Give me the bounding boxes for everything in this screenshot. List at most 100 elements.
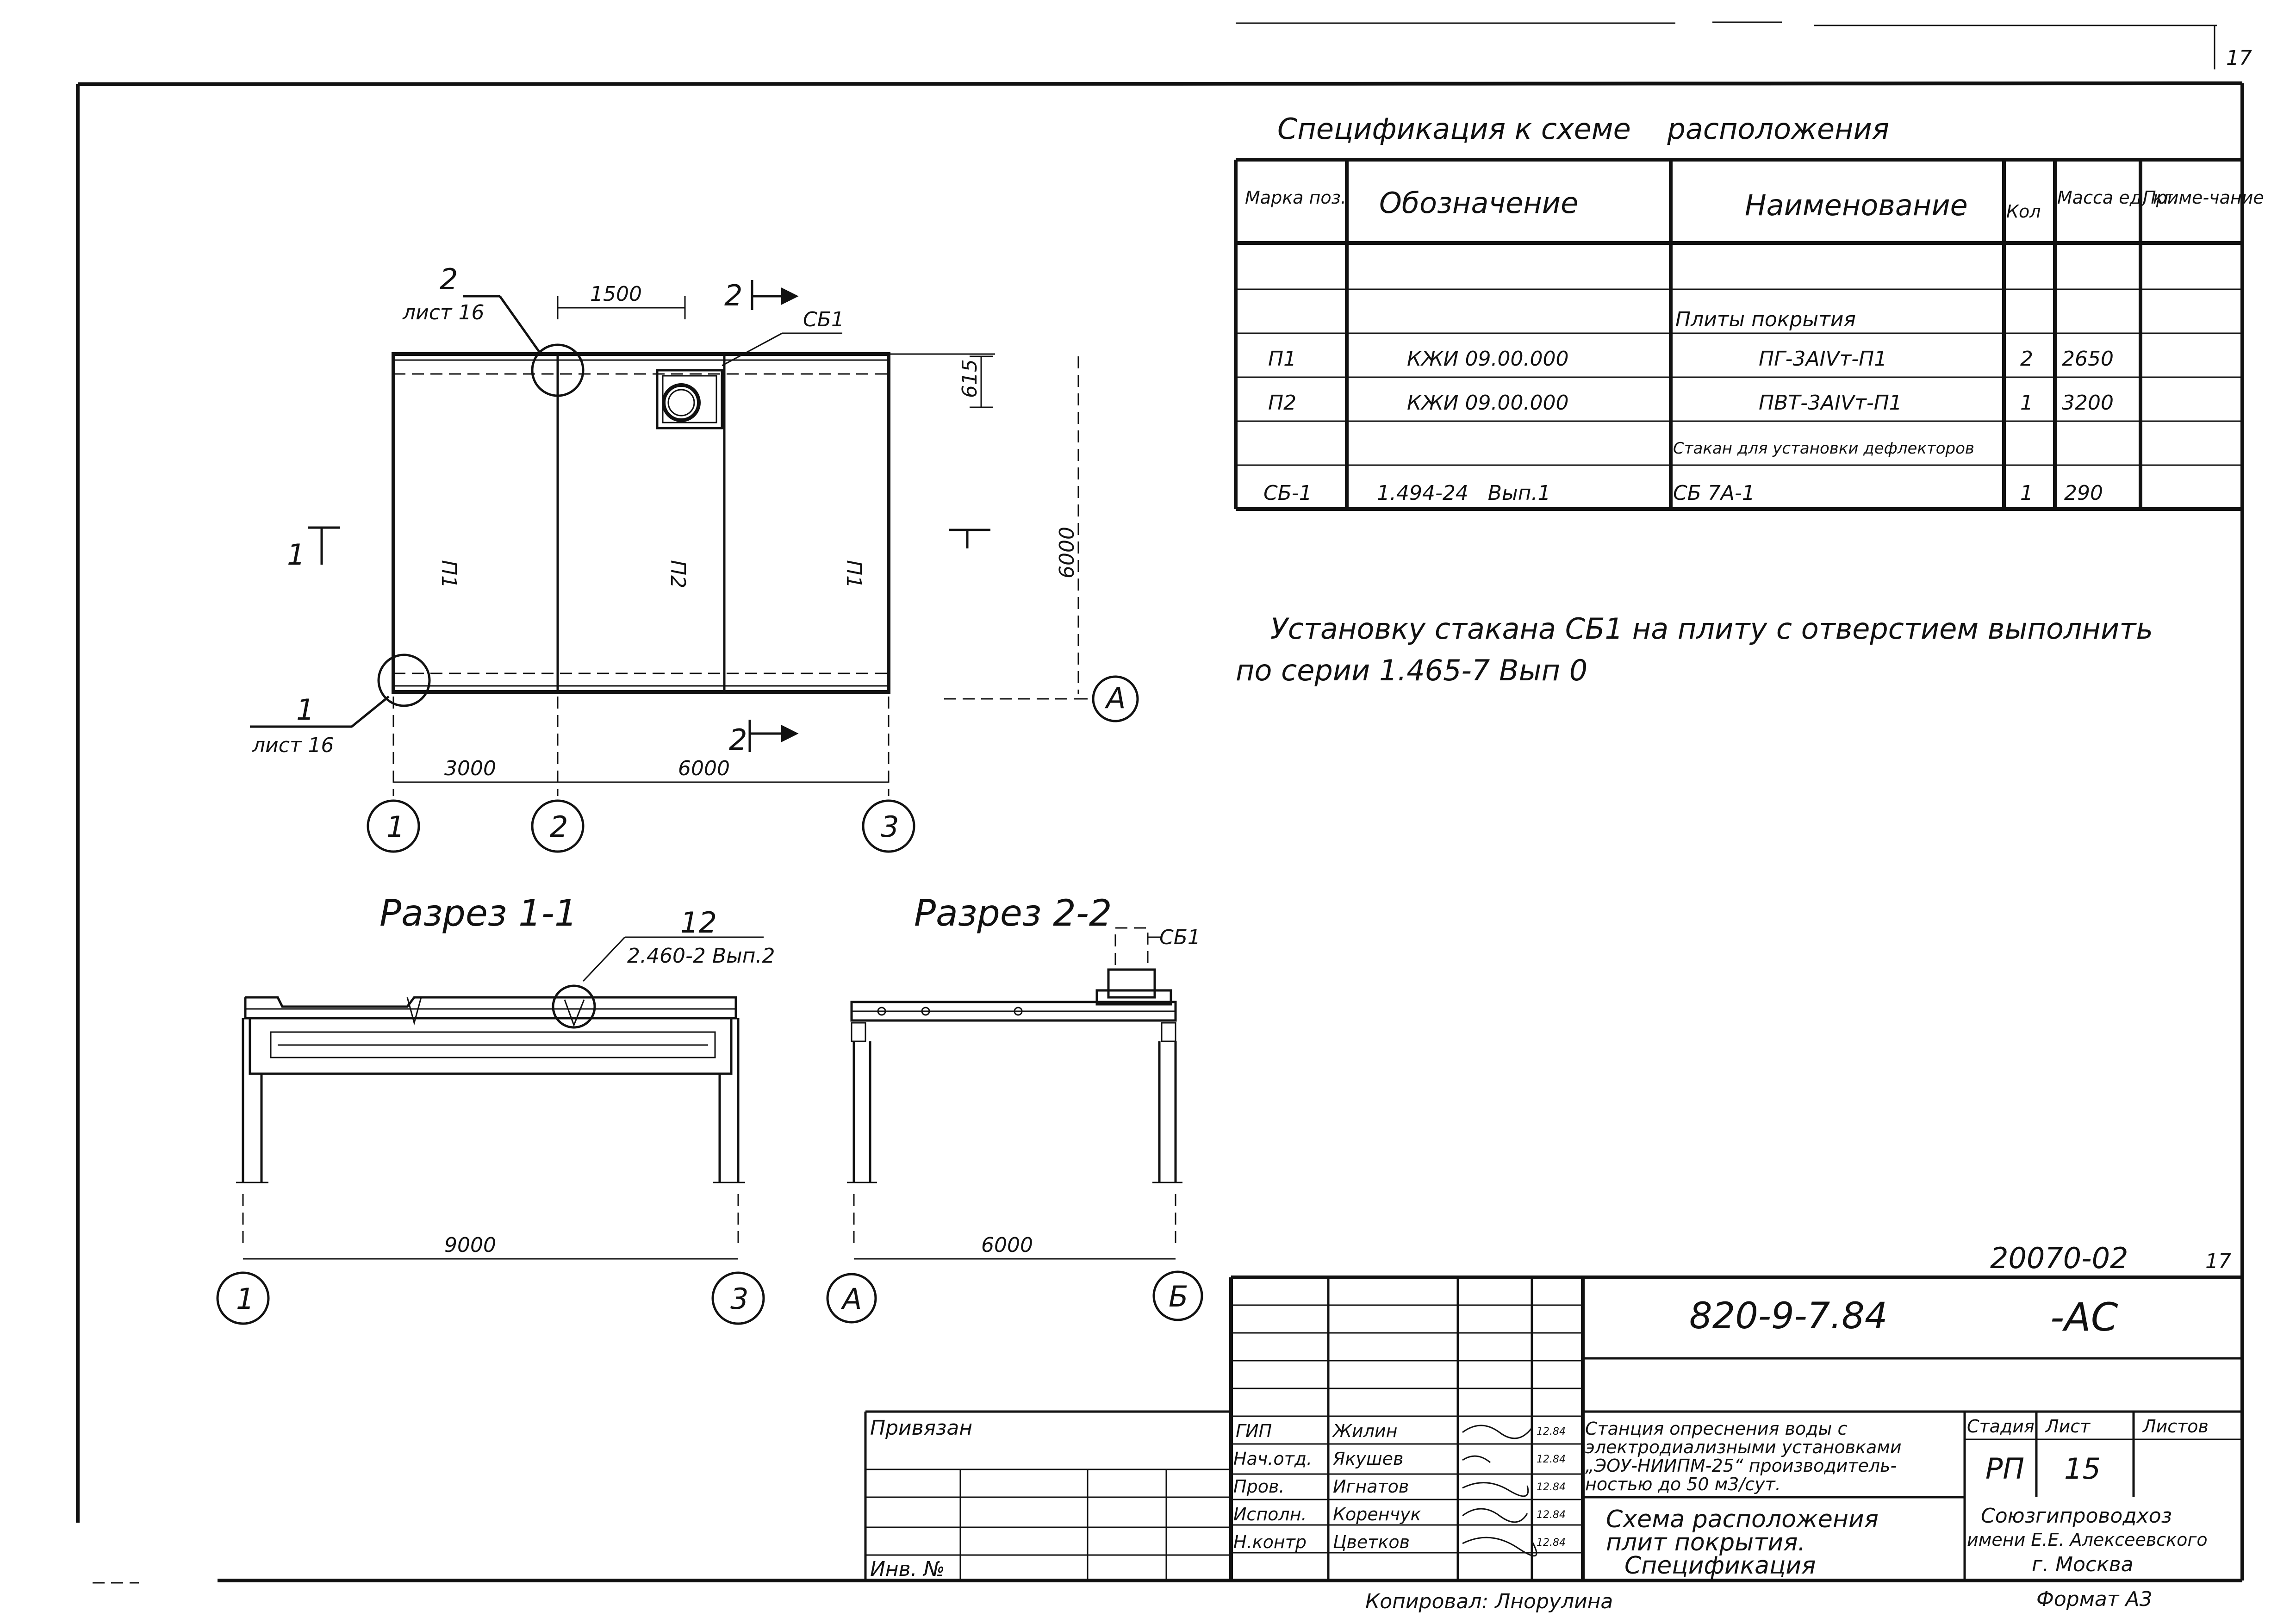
copied-by: Копировал: Лнорулина — [1365, 1590, 1613, 1613]
name-checked: Игнатов — [1333, 1476, 1409, 1497]
panel-label-right: П1 — [842, 560, 865, 588]
spec-header-mark: Марка поз. — [1245, 187, 1346, 208]
sheet-title-line-2: плит покрытия. — [1606, 1529, 1805, 1556]
note-line-1: Установку стакана СБ1 на плиту с отверст… — [1270, 612, 2153, 646]
spec-row-p1-qty: 2 — [2020, 347, 2033, 371]
spec-row-p2-name: ПВТ-3АIVт-П1 — [1759, 391, 1902, 415]
spec-row-p2-designation: КЖИ 09.00.000 — [1407, 391, 1568, 415]
dim-6000-horizontal: 6000 — [678, 757, 730, 780]
org-line-2: имени Е.Е. Алексеевского — [1967, 1530, 2208, 1550]
project-line-2: электродиализными установками — [1585, 1437, 1902, 1457]
date-executor: 12.84 — [1537, 1509, 1566, 1521]
date-gip: 12.84 — [1537, 1426, 1566, 1437]
spec-row-sb1-mass: 290 — [2064, 481, 2103, 505]
format-label: Формат А3 — [2036, 1587, 2153, 1611]
date-head: 12.84 — [1537, 1454, 1566, 1465]
spec-row-sb1-mark: СБ-1 — [1263, 481, 1312, 505]
spec-row-p1-name: ПГ-3АIVт-П1 — [1759, 347, 1887, 371]
name-norm-control: Цветков — [1333, 1532, 1410, 1552]
spec-row-sb1-name: СБ 7А-1 — [1673, 481, 1755, 505]
doc-suffix: -АС — [2050, 1294, 2118, 1340]
privyazan-label: Привязан — [870, 1416, 972, 1440]
section-2-2-axis-right: Б — [1169, 1280, 1188, 1313]
inventory-number-label: Инв. № — [870, 1557, 945, 1581]
project-line-3: „ЭОУ-НИИПМ-25“ производитель- — [1585, 1456, 1897, 1476]
sheet-value: 15 — [2064, 1452, 2101, 1486]
section-1-1-dim: 9000 — [444, 1233, 496, 1257]
spec-header-name: Наименование — [1745, 188, 1968, 222]
spec-title: Спецификация к схеме расположения — [1277, 112, 1889, 146]
spec-row-p1-designation: КЖИ 09.00.000 — [1407, 347, 1568, 371]
dim-3000: 3000 — [444, 757, 496, 780]
section-2-2-axis-left: А — [840, 1282, 862, 1316]
role-head: Нач.отд. — [1233, 1449, 1312, 1469]
org-line-3: г. Москва — [2032, 1553, 2134, 1576]
axis-1-plan: 1 — [386, 810, 404, 844]
name-executor: Коренчук — [1333, 1504, 1421, 1524]
sheets-header: Листов — [2142, 1416, 2209, 1437]
spec-header-note: Приме-чание — [2143, 187, 2264, 208]
installation-note: Установку стакана СБ1 на плиту с отверст… — [1236, 612, 2153, 687]
role-executor: Исполн. — [1233, 1504, 1307, 1524]
axis-A-plan: А — [1104, 681, 1126, 715]
spec-header-mass: Масса ед, кг. — [2057, 187, 2178, 208]
callout-1-number: 1 — [296, 693, 314, 727]
panel-label-middle: П2 — [666, 560, 690, 588]
title-block: 20070-02 17 820-9-7.84 -АС Прив — [864, 1241, 2242, 1613]
spec-row-p2-mark: П2 — [1268, 391, 1296, 415]
doc-code: 820-9-7.84 — [1689, 1295, 1887, 1337]
date-norm-control: 12.84 — [1537, 1537, 1566, 1549]
spec-row-p2-mass: 3200 — [2062, 391, 2114, 415]
top-corner-number: 17 — [2226, 46, 2252, 70]
plan-label-sb1: СБ1 — [803, 308, 844, 331]
section-1-1: Разрез 1-1 12 2.460-2 Вып.2 9000 1 3 — [216, 893, 775, 1325]
section-2-2-label-sb1: СБ1 — [1159, 926, 1201, 949]
sheet-title-line-3: Спецификация — [1624, 1552, 1816, 1580]
role-norm-control: Н.контр — [1233, 1532, 1307, 1552]
spec-header-designation: Обозначение — [1379, 186, 1578, 220]
axis-2-plan: 2 — [550, 810, 568, 844]
dim-615: 615 — [958, 359, 982, 398]
top-margin-marks: 17 — [1236, 21, 2252, 70]
section-2-2-dim: 6000 — [981, 1233, 1033, 1257]
spec-row-p1-mass: 2650 — [2062, 347, 2114, 371]
section-1-1-title: Разрез 1-1 — [380, 893, 577, 934]
dim-6000-vertical: 6000 — [1055, 527, 1079, 579]
signatures — [1462, 1425, 1537, 1557]
role-gip: ГИП — [1236, 1421, 1272, 1441]
org-line-1: Союзгипроводхоз — [1981, 1504, 2172, 1528]
stage-value: РП — [1985, 1452, 2024, 1486]
section-1-1-axis-left: 1 — [236, 1282, 254, 1316]
callout-2-sheet: лист 16 — [402, 301, 485, 324]
name-gip: Жилин — [1332, 1421, 1397, 1441]
spec-header-qty: Кол — [2006, 201, 2041, 222]
doc-corner-number: 17 — [2205, 1250, 2231, 1273]
spec-row-sb1-designation: 1.494-24 Вып.1 — [1377, 481, 1550, 505]
section-1-1-callout-ref: 2.460-2 Вып.2 — [627, 944, 775, 968]
project-line-4: ностью до 50 м3/сут. — [1585, 1474, 1781, 1494]
spec-row-p1-mark: П1 — [1268, 347, 1296, 371]
specification-table: Спецификация к схеме расположения Марка … — [1234, 112, 2264, 511]
spec-row-p2-qty: 1 — [2020, 391, 2033, 415]
section-2-2: Разрез 2-2 СБ1 6000 А Б — [826, 893, 1203, 1324]
name-head: Якушев — [1332, 1449, 1403, 1469]
axis-3-plan: 3 — [881, 810, 899, 844]
roof-plan: 2 лист 16 1 лист 16 П1 П2 П1 1500 2 СБ1 … — [250, 262, 1139, 853]
sheet-header: Лист — [2045, 1416, 2091, 1437]
section-2-2-title: Разрез 2-2 — [914, 893, 1112, 934]
project-line-1: Станция опреснения воды с — [1585, 1419, 1847, 1439]
cut-2-bottom: 2 — [729, 723, 747, 757]
role-checked: Пров. — [1233, 1476, 1284, 1497]
cut-2-top: 2 — [724, 279, 742, 312]
cut-1-left: 1 — [287, 538, 305, 572]
section-1-1-axis-right: 3 — [730, 1282, 748, 1316]
callout-2-number: 2 — [440, 262, 458, 296]
panel-label-left: П1 — [437, 560, 460, 588]
spec-row-sb1-qty: 1 — [2020, 481, 2033, 505]
callout-1-sheet: лист 16 — [252, 734, 334, 757]
dim-1500: 1500 — [590, 282, 642, 306]
section-1-1-callout-number: 12 — [680, 906, 717, 940]
stage-header: Стадия — [1967, 1416, 2035, 1437]
date-checked: 12.84 — [1537, 1481, 1566, 1493]
